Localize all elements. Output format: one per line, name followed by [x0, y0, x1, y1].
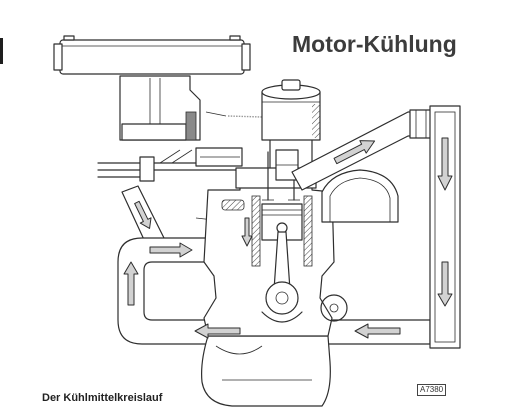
fan-pulley	[320, 294, 348, 322]
page-title: Motor-Kühlung	[292, 31, 457, 57]
carburetor	[119, 75, 201, 141]
breather-canister	[261, 79, 321, 169]
water-jacket-left	[221, 199, 245, 211]
flow-arrow-radiator-bottom	[437, 261, 453, 307]
flow-arrow-lower-hose-left	[194, 323, 241, 339]
cylinder	[251, 195, 313, 267]
intake-manifold	[195, 147, 243, 167]
water-pump-housing	[321, 169, 399, 223]
figure-caption: Der Kühlmittelkreislauf	[42, 392, 163, 404]
figure-code: A7380	[417, 384, 447, 396]
crankshaft	[261, 281, 303, 323]
flow-arrow-engine-inlet	[149, 242, 193, 258]
flow-arrow-lower-hose-right	[354, 323, 401, 339]
flow-arrow-radiator-top	[437, 137, 453, 191]
flow-arrow-return-riser	[123, 261, 139, 306]
air-filter-housing	[53, 35, 251, 75]
label-leader-upper	[205, 111, 263, 118]
scan-edge-mark	[0, 38, 3, 64]
flow-arrow-cylinder-jacket	[241, 217, 253, 247]
oil-pan	[201, 335, 331, 407]
flow-arrow-heater-return	[134, 200, 152, 229]
flow-arrow-upper-hose	[333, 140, 376, 165]
